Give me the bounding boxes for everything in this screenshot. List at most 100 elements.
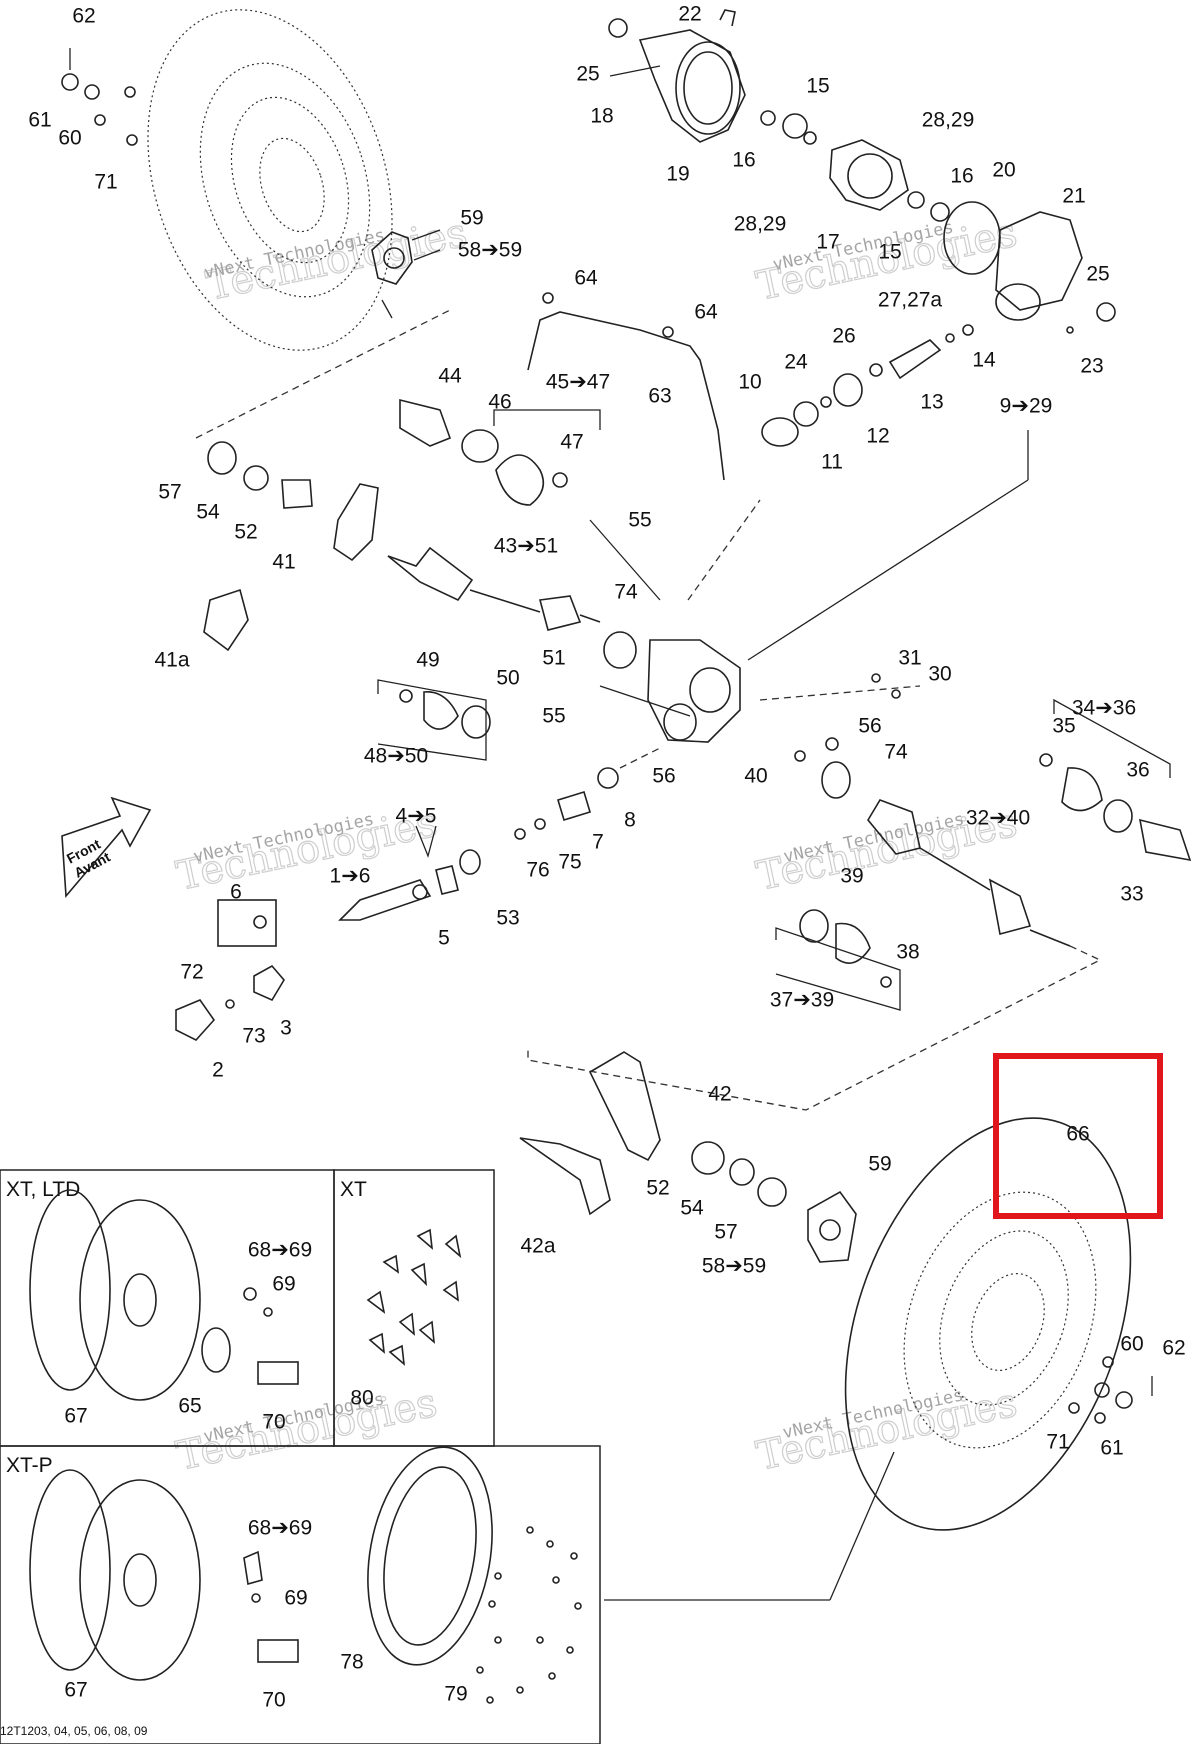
part-label-l47: 47 bbox=[560, 431, 583, 454]
part-label-l70a: 70 bbox=[262, 1411, 285, 1434]
part-label-l45: 4➔5 bbox=[396, 805, 437, 828]
panel-xt-p: XT-P bbox=[0, 1445, 601, 1744]
part-label-l57b: 57 bbox=[714, 1221, 737, 1244]
part-label-l15a: 15 bbox=[806, 75, 829, 98]
part-label-l26: 26 bbox=[832, 325, 855, 348]
part-label-l53: 53 bbox=[496, 907, 519, 930]
part-label-l55a: 55 bbox=[628, 509, 651, 532]
part-label-l3436: 34➔36 bbox=[1072, 697, 1136, 720]
highlight-box[interactable] bbox=[993, 1053, 1163, 1219]
part-label-l55b: 55 bbox=[542, 705, 565, 728]
front-cv-upper bbox=[399, 398, 601, 506]
rear-driveshaft bbox=[527, 673, 1192, 1111]
part-label-l76: 76 bbox=[526, 859, 549, 882]
part-label-l67a: 67 bbox=[64, 1405, 87, 1428]
part-label-l4351: 43➔51 bbox=[494, 535, 558, 558]
part-label-l12: 12 bbox=[866, 425, 889, 448]
part-label-l4850: 48➔50 bbox=[364, 745, 428, 768]
part-label-l31: 31 bbox=[898, 647, 921, 670]
part-label-l16a: 16 bbox=[732, 149, 755, 172]
part-label-l2829b: 28,29 bbox=[734, 213, 787, 236]
part-label-l16c: 1➔6 bbox=[330, 865, 371, 888]
part-label-l7: 7 bbox=[592, 831, 604, 854]
rear-knuckle bbox=[519, 1051, 857, 1263]
part-label-l19: 19 bbox=[666, 163, 689, 186]
part-label-l6869a: 68➔69 bbox=[248, 1239, 312, 1262]
part-label-l5: 5 bbox=[438, 927, 450, 950]
part-label-l59b: 59 bbox=[868, 1153, 891, 1176]
part-label-l8: 8 bbox=[624, 809, 636, 832]
bead-lock-bolts bbox=[476, 1526, 582, 1704]
front-hub-top bbox=[371, 229, 441, 319]
part-label-l2727a: 27,27a bbox=[878, 289, 943, 312]
part-label-l2829a: 28,29 bbox=[922, 109, 975, 132]
panel-title-xt: XT bbox=[340, 1178, 367, 1201]
part-label-l42: 42 bbox=[708, 1083, 731, 1106]
part-label-l21: 21 bbox=[1062, 185, 1085, 208]
part-label-l63: 63 bbox=[648, 385, 671, 408]
part-label-l51: 51 bbox=[542, 647, 565, 670]
front-knuckle bbox=[195, 309, 451, 652]
part-label-l33: 33 bbox=[1120, 883, 1143, 906]
part-label-l15b: 15 bbox=[878, 241, 901, 264]
front-direction-arrow: Front Avant bbox=[61, 796, 152, 899]
panel-title-xt-ltd: XT, LTD bbox=[6, 1178, 80, 1201]
part-label-l929: 9➔29 bbox=[1000, 395, 1053, 418]
part-label-l24: 24 bbox=[784, 351, 808, 374]
breather-hose bbox=[527, 292, 725, 481]
part-label-l72: 72 bbox=[180, 961, 203, 984]
part-label-l80: 80 bbox=[350, 1387, 373, 1410]
part-label-l74b: 74 bbox=[884, 741, 908, 764]
part-label-l25a: 25 bbox=[576, 63, 599, 86]
part-label-l3240: 32➔40 bbox=[966, 807, 1030, 830]
part-label-l66: 66 bbox=[1066, 1123, 1089, 1146]
part-label-l5859b: 58➔59 bbox=[702, 1255, 766, 1278]
part-label-l18: 18 bbox=[590, 105, 613, 128]
part-label-l61b: 61 bbox=[1100, 1437, 1123, 1460]
part-label-l54a: 54 bbox=[196, 501, 220, 524]
part-label-l20: 20 bbox=[992, 159, 1015, 182]
part-label-l44: 44 bbox=[438, 365, 462, 388]
part-label-l3739: 37➔39 bbox=[770, 989, 834, 1012]
part-label-l61a: 61 bbox=[28, 109, 51, 132]
part-label-l64b: 64 bbox=[694, 301, 718, 324]
part-label-l2: 2 bbox=[212, 1059, 224, 1082]
part-label-l64a: 64 bbox=[574, 267, 598, 290]
part-label-l23: 23 bbox=[1080, 355, 1103, 378]
part-label-l50: 50 bbox=[496, 667, 519, 690]
part-label-l5859a: 58➔59 bbox=[458, 239, 522, 262]
part-label-l6: 6 bbox=[230, 881, 242, 904]
part-label-l16b: 16 bbox=[950, 165, 973, 188]
part-label-l69a: 69 bbox=[272, 1273, 295, 1296]
part-label-l13: 13 bbox=[920, 391, 943, 414]
part-label-l56a: 56 bbox=[858, 715, 881, 738]
part-label-l4547: 45➔47 bbox=[546, 371, 610, 394]
front-driveshaft bbox=[377, 519, 661, 761]
part-label-l42a: 42a bbox=[520, 1235, 555, 1258]
part-label-l60a: 60 bbox=[58, 127, 81, 150]
part-label-l30: 30 bbox=[928, 663, 951, 686]
part-label-l14: 14 bbox=[972, 349, 996, 372]
part-label-l65: 65 bbox=[178, 1395, 201, 1418]
part-label-l79: 79 bbox=[444, 1683, 467, 1706]
part-label-l40: 40 bbox=[744, 765, 767, 788]
part-label-l41a: 41a bbox=[154, 649, 189, 672]
part-label-l38: 38 bbox=[896, 941, 919, 964]
pinion-assembly bbox=[761, 324, 974, 447]
part-label-l62a: 62 bbox=[72, 5, 95, 28]
part-label-l73: 73 bbox=[242, 1025, 265, 1048]
part-label-l62b: 62 bbox=[1162, 1337, 1185, 1360]
part-label-l49: 49 bbox=[416, 649, 439, 672]
part-label-l25b: 25 bbox=[1086, 263, 1109, 286]
part-label-l10: 10 bbox=[738, 371, 761, 394]
rear-differential-housing bbox=[608, 9, 1116, 334]
part-label-l35: 35 bbox=[1052, 715, 1075, 738]
part-label-l22: 22 bbox=[678, 3, 701, 26]
part-label-l57a: 57 bbox=[158, 481, 181, 504]
part-label-l6869b: 68➔69 bbox=[248, 1517, 312, 1540]
panel-xt-ltd: XT, LTD bbox=[0, 1169, 335, 1447]
diagram-reference-code: 12T1203, 04, 05, 06, 08, 09 bbox=[0, 1724, 148, 1738]
